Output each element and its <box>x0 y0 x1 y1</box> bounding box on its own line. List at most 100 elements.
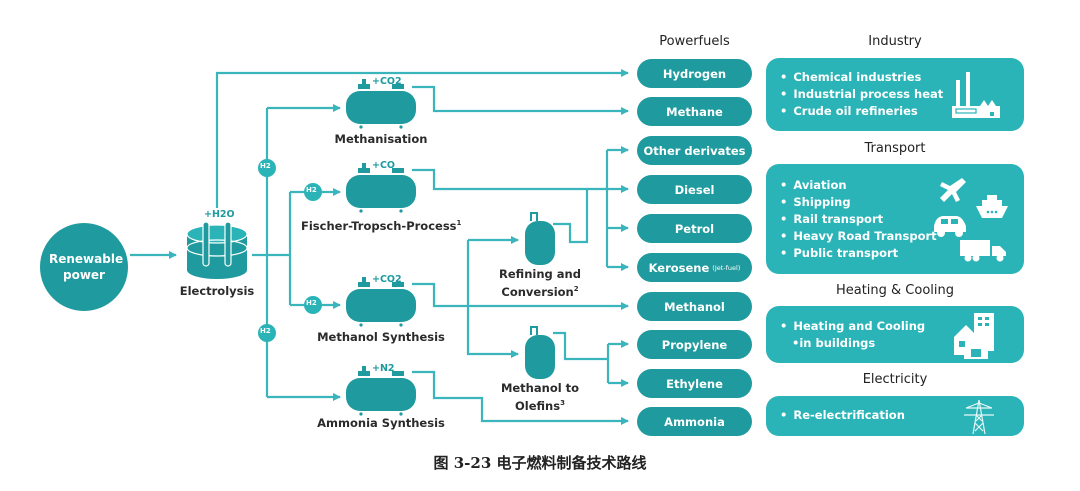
list-item: Chemical industries <box>780 69 943 86</box>
fuel-ammonia: Ammonia <box>637 407 752 436</box>
branch-methanol-mto <box>466 306 519 358</box>
reactor-icon-ammonia-synthesis <box>346 366 416 416</box>
sector-heading-electricity: Electricity <box>862 372 928 387</box>
methanisation-input: +CO2 <box>372 76 402 87</box>
renewable-power-label: Renewable power <box>49 252 124 282</box>
fuel-label: Ammonia <box>664 414 725 429</box>
figure-caption: 图 3-23 电子燃料制备技术路线 <box>433 454 647 472</box>
mto-label-line1: Methanol to <box>500 381 580 395</box>
list-item: Crude oil refineries <box>780 103 943 120</box>
airplane-icon <box>940 178 966 202</box>
refining-label-line1: Refining and <box>499 267 581 281</box>
reactor-icon-methanol-synthesis <box>346 277 416 327</box>
mto-text: Olefins <box>515 398 561 413</box>
electrolyzer-icon <box>186 221 248 279</box>
fuel-diesel: Diesel <box>637 175 752 204</box>
list-item-continuation: in buildings <box>799 336 876 350</box>
buildings-icon <box>954 313 994 359</box>
fuel-label: Diesel <box>674 182 715 197</box>
vessel-icon-mto <box>525 326 555 379</box>
sector-heading-heating-cooling: Heating & Cooling <box>835 283 955 298</box>
sector-box-heating-cooling: Heating and Cooling in buildings <box>766 306 1024 363</box>
ship-icon <box>976 195 1008 218</box>
powerfuels-heading: Powerfuels <box>659 34 730 49</box>
reactor-icon-fischer-tropsch <box>346 163 416 213</box>
arrow-to-methane <box>412 85 629 115</box>
fuel-hydrogen: Hydrogen <box>637 59 752 88</box>
list-item: Industrial process heat <box>780 86 943 103</box>
h2-badge-label: H2 <box>306 299 317 307</box>
h2-badge <box>304 183 322 201</box>
fuel-petrol: Petrol <box>637 214 752 243</box>
refining-out <box>553 189 589 244</box>
fischer-tropsch-label: Fischer-Tropsch-Process1 <box>301 216 461 234</box>
fuel-label: Hydrogen <box>662 66 727 81</box>
footnote-2: 2 <box>573 285 579 293</box>
ammonia-synthesis-label: Ammonia Synthesis <box>317 416 445 430</box>
fuel-other-derivates: Other derivates <box>637 136 752 165</box>
methanisation-label: Methanisation <box>334 132 428 146</box>
reactor-icon-methanisation <box>346 79 416 129</box>
electrolysis-label: Electrolysis <box>179 284 255 298</box>
fuel-note: (Jet-fuel) <box>712 263 741 272</box>
h2-badge-label: H2 <box>260 327 271 335</box>
heating-list: Heating and Cooling in buildings <box>780 318 925 352</box>
electrolysis-input: +H2O <box>204 209 235 220</box>
list-item: in buildings <box>780 335 925 352</box>
list-item: Heating and Cooling <box>780 318 925 335</box>
reactor-vessels <box>346 79 555 416</box>
arrow-to-ammonia <box>412 370 629 425</box>
list-item: Aviation <box>780 177 937 194</box>
fuel-label: Propylene <box>661 337 728 352</box>
h2-badge <box>258 324 276 342</box>
factory-icon <box>952 72 1000 118</box>
truck-icon <box>960 240 1006 256</box>
fuel-label: Ethylene <box>666 376 723 391</box>
renewable-power-node: Renewable power <box>40 223 128 311</box>
fuel-label: Other derivates <box>643 143 746 158</box>
ammonia-synthesis-input: +N2 <box>372 363 395 374</box>
h2-badge-label: H2 <box>306 186 317 194</box>
refining-label: Refining and Conversion2 <box>495 267 585 300</box>
footnote-3: 3 <box>560 399 565 407</box>
vessel-icon-refining <box>525 212 555 265</box>
sector-heading-transport: Transport <box>864 141 926 156</box>
arrow-to-hydrogen <box>215 69 629 208</box>
transport-list: Aviation Shipping Rail transport Heavy R… <box>780 177 937 262</box>
footnote-1: 1 <box>456 219 462 227</box>
methanol-synthesis-input: +CO2 <box>372 274 402 285</box>
fuel-methane: Methane <box>637 97 752 126</box>
mto-label: Methanol to Olefins3 <box>495 381 585 414</box>
refining-text: Conversion <box>501 284 574 299</box>
industry-list: Chemical industries Industrial process h… <box>780 69 943 120</box>
fuel-label: Methanol <box>664 299 725 314</box>
fuel-methanol: Methanol <box>637 292 752 321</box>
sector-box-electricity: Re-electrification <box>766 396 1024 436</box>
sector-heading-industry: Industry <box>868 34 922 49</box>
fuel-label: Methane <box>666 104 723 119</box>
h2-badge <box>304 296 322 314</box>
fuel-propylene: Propylene <box>637 330 752 359</box>
methanol-synthesis-label: Methanol Synthesis <box>317 330 445 344</box>
power-pylon-icon <box>964 399 994 435</box>
refining-label-line2: Conversion2 <box>495 282 585 300</box>
mto-out <box>553 331 608 361</box>
list-item: Re-electrification <box>780 407 905 424</box>
fischer-tropsch-input: +CO <box>372 160 396 171</box>
fuel-ethylene: Ethylene <box>637 369 752 398</box>
car-icon <box>934 216 966 232</box>
arrow-to-methanol <box>412 282 629 310</box>
list-item: Shipping <box>780 194 937 211</box>
list-item: Heavy Road Transport <box>780 228 936 245</box>
list-item: Public transport <box>780 245 937 262</box>
list-item: Rail transport <box>780 211 937 228</box>
electricity-list: Re-electrification <box>780 407 905 424</box>
h2-badge <box>258 159 276 177</box>
arrow-ft-to-diesel <box>412 168 629 193</box>
fuel-label: Kerosene <box>648 260 710 275</box>
fischer-tropsch-text: Fischer-Tropsch-Process <box>301 218 457 233</box>
vehicles-icon <box>934 178 1008 262</box>
sector-box-industry: Chemical industries Industrial process h… <box>766 58 1024 131</box>
fuel-label: Petrol <box>674 221 715 236</box>
